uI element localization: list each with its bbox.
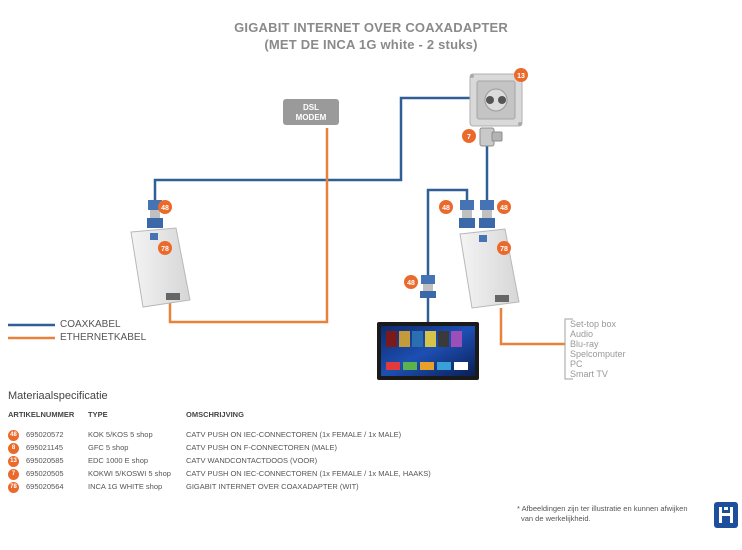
coax-adapter-right: [459, 228, 520, 309]
spec-description: CATV PUSH ON IEC-CONNECTOREN (1x FEMALE …: [186, 469, 431, 478]
badges: 13 7 48 48 48 48 78 78: [158, 68, 528, 289]
device-bracket: [561, 318, 573, 380]
spec-description: CATV WANDCONTACTDOOS (VOOR): [186, 456, 318, 465]
footnote: * Afbeeldingen zijn ter illustratie en k…: [517, 504, 727, 524]
smart-tv: [377, 322, 479, 380]
modem-label-line1: DSL: [303, 103, 319, 112]
spec-header-type: TYPE: [88, 410, 108, 419]
ethernet-cable-left: [168, 128, 329, 324]
spec-type: KOK 5/KOS 5 shop: [88, 430, 153, 439]
modem-label-line2: MODEM: [296, 113, 327, 122]
device-item: Smart TV: [570, 369, 608, 379]
device-list: Set-top box Audio Blu-ray Spelcomputer P…: [570, 319, 626, 379]
spec-article: 695020505: [26, 469, 64, 478]
spec-article: 695020572: [26, 430, 64, 439]
device-item: PC: [570, 359, 583, 369]
f-connector: [479, 127, 503, 147]
coax-adapter-left: [130, 227, 191, 308]
spec-type: EDC 1000 E shop: [88, 456, 149, 465]
device-item: Blu-ray: [570, 339, 599, 349]
coax-cable-splitter: [426, 188, 469, 275]
iec-connector-right-a: [459, 200, 475, 228]
spec-title: Materiaalspecificatie: [8, 390, 108, 402]
spec-badge: 78: [8, 482, 19, 493]
spec-header-description: OMSCHRIJVING: [186, 410, 244, 419]
svg-text:13: 13: [517, 73, 525, 80]
footnote-line2: van de werkelijkheid.: [521, 514, 591, 523]
badge-connector-left: [158, 200, 172, 214]
badge-connector-mid: [439, 200, 453, 214]
spec-type: GFC 5 shop: [88, 443, 129, 452]
spec-description: GIGABIT INTERNET OVER COAXADAPTER (WIT): [186, 482, 359, 491]
svg-text:7: 7: [467, 134, 471, 141]
badge-adapter-left: [158, 241, 172, 255]
svg-text:78: 78: [500, 246, 508, 253]
badge-wall-socket: [514, 68, 528, 82]
device-item: Set-top box: [570, 319, 617, 329]
coax-cables: [153, 96, 489, 322]
badge-adapter-right: [497, 241, 511, 255]
iec-connector-left: [147, 200, 163, 228]
ethernet-cables: [168, 128, 561, 346]
diagram-subtitle: (MET DE INCA 1G white - 2 stuks): [264, 37, 478, 52]
legend-coax-label: COAXKABEL: [60, 319, 121, 330]
spec-badge: 8: [8, 443, 19, 454]
spec-type: INCA 1G WHITE shop: [88, 482, 163, 491]
svg-text:48: 48: [161, 205, 169, 212]
footnote-line1: * Afbeeldingen zijn ter illustratie en k…: [517, 504, 688, 513]
spec-header-article: ARTIKELNUMMER: [8, 410, 75, 419]
coax-cable-left: [153, 96, 470, 200]
svg-text:48: 48: [500, 205, 508, 212]
diagram-title: GIGABIT INTERNET OVER COAXADAPTER: [234, 20, 508, 35]
ethernet-cable-right: [499, 308, 561, 346]
iec-connector-right-b: [479, 200, 495, 228]
spec-article: 695020585: [26, 456, 64, 465]
spec-description: CATV PUSH ON IEC-CONNECTOREN (1x FEMALE …: [186, 430, 402, 439]
spec-description: CATV PUSH ON F-CONNECTOREN (MALE): [186, 443, 337, 452]
dsl-modem: DSL MODEM: [283, 99, 339, 125]
svg-text:48: 48: [407, 280, 415, 287]
svg-text:48: 48: [442, 205, 450, 212]
spec-type: KOKWI 5/KOSWI 5 shop: [88, 469, 171, 478]
spec-badge: 13: [8, 456, 19, 467]
legend-ethernet-label: ETHERNETKABEL: [60, 332, 147, 343]
iec-connector-tv: [420, 275, 436, 298]
spec-badge: 48: [8, 430, 19, 441]
badge-connector-tv: [404, 275, 418, 289]
badge-f-connector: [462, 129, 476, 143]
device-item: Spelcomputer: [570, 349, 626, 359]
wall-socket: [469, 73, 523, 127]
badge-connector-right: [497, 200, 511, 214]
brand-logo: [714, 502, 738, 528]
spec-article: 695020564: [26, 482, 64, 491]
spec-article: 695021145: [26, 443, 63, 452]
svg-text:78: 78: [161, 246, 169, 253]
spec-badge: 7: [8, 469, 19, 480]
device-item: Audio: [570, 329, 594, 339]
